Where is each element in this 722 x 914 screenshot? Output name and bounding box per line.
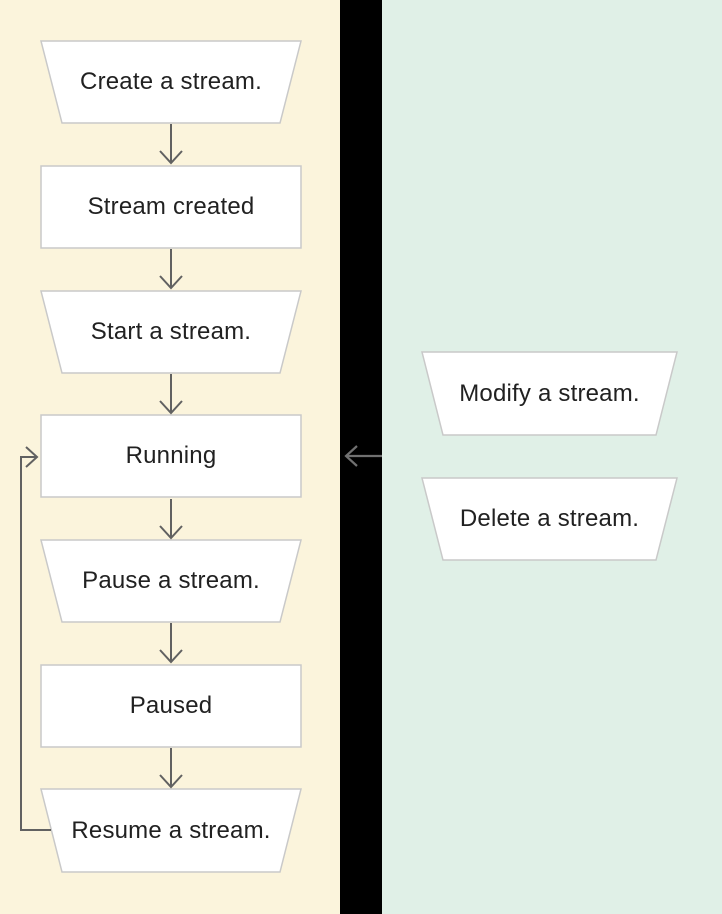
arrow-actions-to-running [344, 445, 382, 467]
node-label-paused: Paused [129, 692, 213, 719]
arrow-stream-created-to-start [159, 249, 183, 290]
rectangle-paused [40, 664, 302, 748]
trapezoid-delete-a-stream [421, 477, 678, 561]
node-label-create-a-stream: Create a stream. [80, 68, 262, 95]
trapezoid-resume-a-stream [40, 788, 302, 873]
arrow-running-to-pause [159, 499, 183, 540]
arrow-create-to-stream-created [159, 124, 183, 165]
actions-panel-background [382, 0, 722, 914]
arrow-pause-to-paused [159, 623, 183, 664]
trapezoid-modify-a-stream [421, 351, 678, 436]
node-label-running: Running [125, 442, 217, 469]
node-label-stream-created: Stream created [87, 193, 255, 220]
trapezoid-start-a-stream [40, 290, 302, 374]
rectangle-running [40, 414, 302, 498]
rectangle-stream-created [40, 165, 302, 249]
loop-arrow-resume-to-running [20, 446, 51, 831]
trapezoid-pause-a-stream [40, 539, 302, 623]
arrow-start-to-running [159, 374, 183, 415]
node-label-delete-a-stream: Delete a stream. [459, 505, 640, 532]
node-label-pause-a-stream: Pause a stream. [82, 567, 260, 594]
arrow-paused-to-resume [159, 748, 183, 789]
node-label-modify-a-stream: Modify a stream. [459, 379, 640, 407]
node-label-start-a-stream: Start a stream. [90, 318, 252, 345]
node-label-resume-a-stream: Resume a stream. [71, 816, 271, 844]
trapezoid-create-a-stream [40, 40, 302, 124]
